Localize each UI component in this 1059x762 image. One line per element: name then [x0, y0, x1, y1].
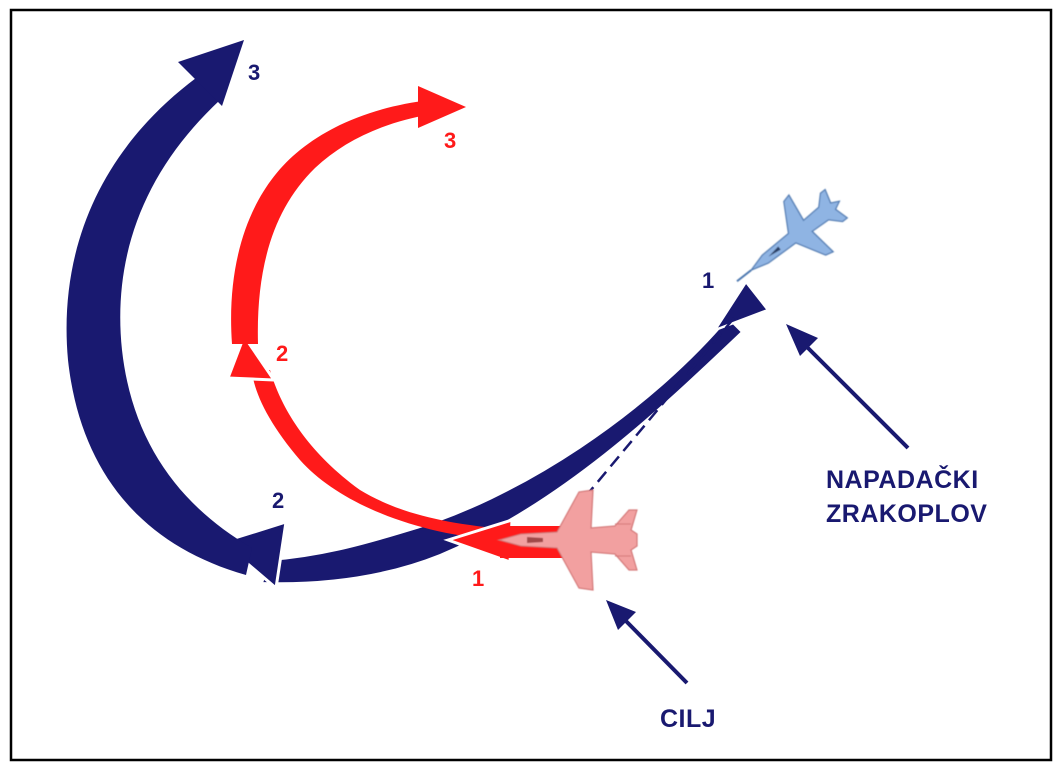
attacker-trajectory	[66, 40, 771, 591]
attacker-path-segment-2	[66, 78, 252, 575]
attacker-callout: NAPADAČKI ZRAKOPLOV	[826, 463, 987, 531]
target-arrowhead-2	[225, 332, 277, 382]
line-of-sight	[565, 317, 735, 521]
attacker-arrowhead-2	[218, 519, 288, 591]
target-path-segment-2	[231, 100, 432, 344]
frame-border	[9, 8, 1053, 762]
target-label-1: 1	[472, 566, 485, 591]
attacker-arrowhead-3	[178, 40, 244, 106]
attacker-label-1: 1	[702, 268, 715, 293]
attacker-callout-line2: ZRAKOPLOV	[826, 500, 988, 528]
attacker-pointer-arrow	[786, 324, 910, 450]
attacker-arrowhead-1	[711, 279, 771, 333]
target-callout: CILJ	[660, 705, 717, 733]
target-arrowhead-3	[418, 86, 466, 128]
attacker-label-3: 3	[248, 60, 261, 85]
attacker-callout-line1: NAPADAČKI	[826, 466, 979, 494]
target-label-3: 3	[444, 128, 457, 153]
fighter-jet-icon	[496, 489, 638, 591]
target-label-2: 2	[276, 341, 289, 366]
target-path-segment-1	[252, 370, 560, 545]
fighter-jet-icon	[736, 188, 849, 283]
attacker-label-2: 2	[272, 488, 285, 513]
attacker-path-segment-1	[260, 316, 744, 585]
target-pointer-arrow	[606, 600, 689, 685]
